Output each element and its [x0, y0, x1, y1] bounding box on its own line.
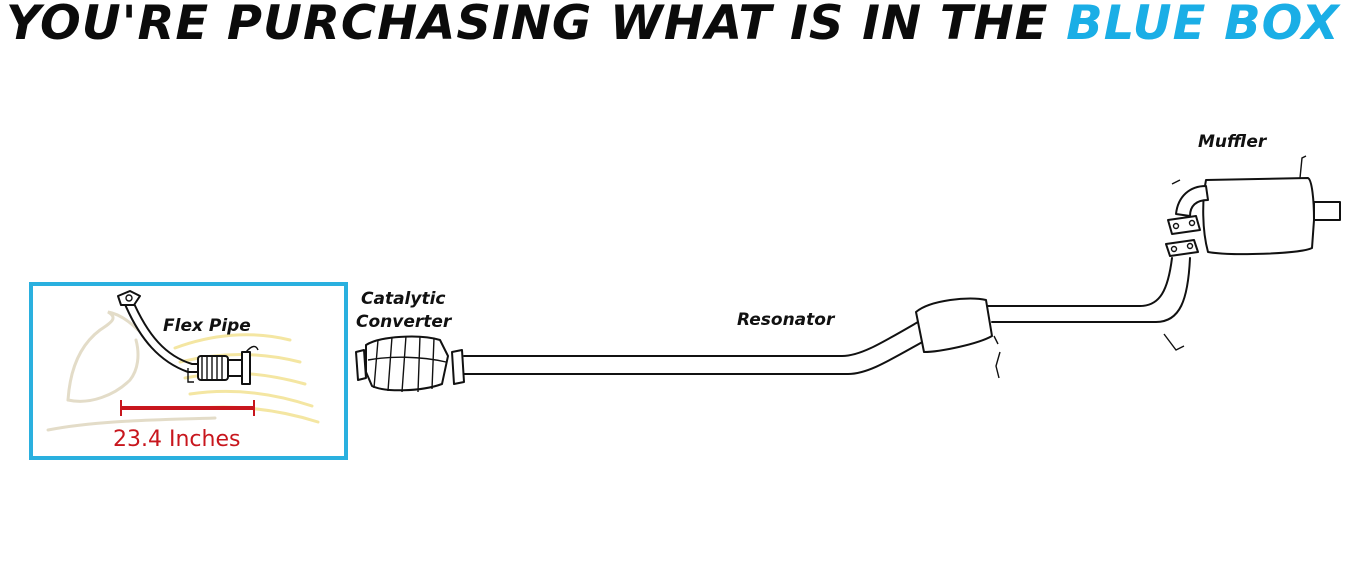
catalytic-label-line1: Catalytic — [361, 289, 446, 309]
catalytic-label-line2: Converter — [356, 312, 453, 332]
headline-text: YOU'RE PURCHASING WHAT IS IN THE — [6, 0, 1067, 51]
blue-box — [29, 282, 348, 460]
main-pipe — [463, 321, 927, 375]
resonator-label: Resonator — [737, 310, 836, 330]
muffler-drawing — [1167, 155, 1341, 256]
tailpipe — [987, 239, 1199, 351]
headline: YOU'RE PURCHASING WHAT IS IN THE BLUE BO… — [6, 0, 1361, 52]
muffler-label: Muffler — [1198, 132, 1268, 152]
resonator-drawing — [915, 297, 1001, 379]
flex-pipe-label: Flex Pipe — [163, 316, 251, 336]
measurement-bar — [120, 400, 255, 416]
headline-accent: BLUE BOX — [1066, 0, 1340, 51]
catalytic-converter-drawing — [355, 335, 465, 393]
flex-pipe-drawing — [117, 290, 259, 385]
measurement-label: 23.4 Inches — [113, 427, 240, 452]
